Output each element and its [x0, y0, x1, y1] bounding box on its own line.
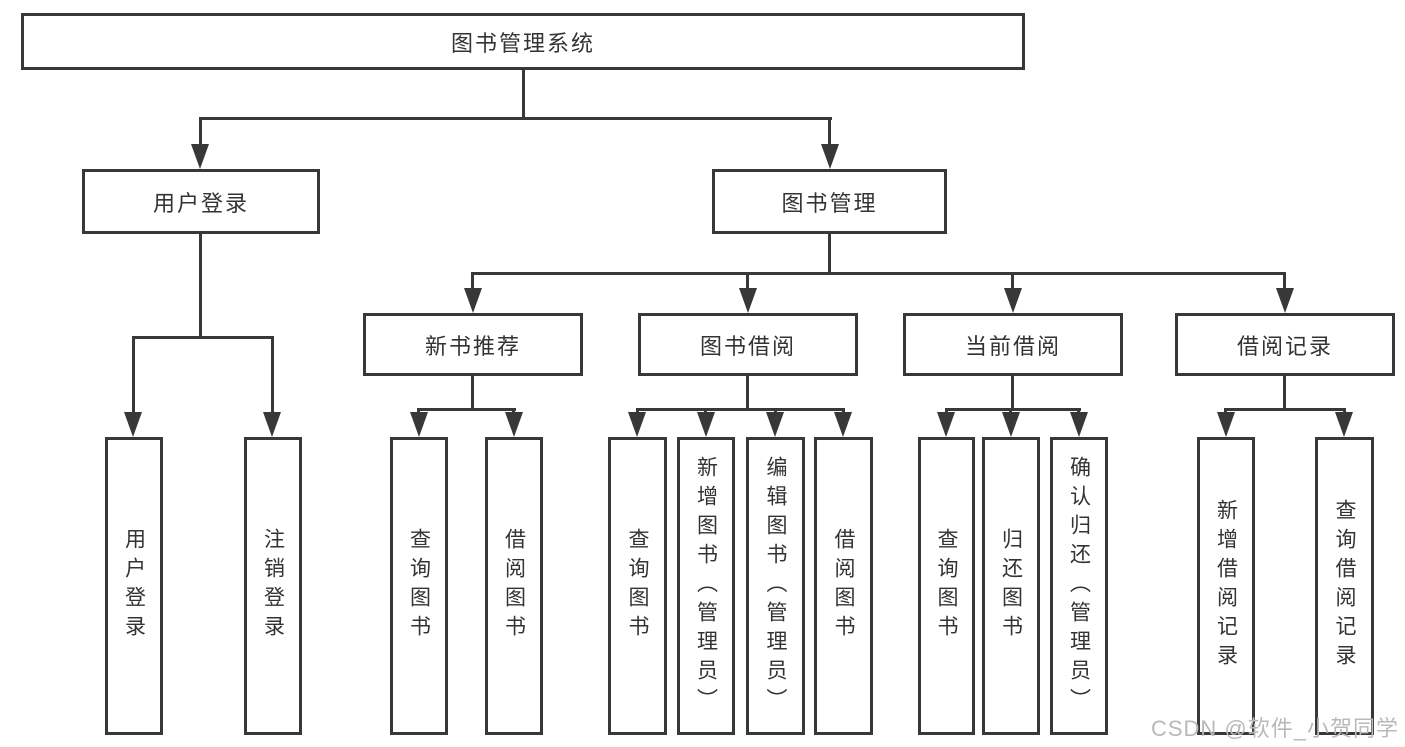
- arrowhead-book-management-icon: [821, 144, 839, 169]
- leaf-query-book-borrow-label: 查询图书: [626, 528, 649, 644]
- arrowhead-leaf-logout-icon: [263, 412, 281, 437]
- node-new-book-recommend: 新书推荐: [363, 313, 583, 376]
- arrowhead-leaf-borrow-book-icon: [834, 412, 852, 437]
- connector-book-management-trunk: [828, 234, 831, 272]
- leaf-edit-book-admin: 编辑图书（管理员）: [746, 437, 805, 735]
- arrowhead-current-borrow-icon: [1004, 288, 1022, 313]
- connector-to-user-login: [199, 117, 202, 150]
- node-current-borrow-label: 当前借阅: [964, 333, 1061, 359]
- leaf-query-book-current-label: 查询图书: [935, 528, 958, 644]
- leaf-add-borrow-record: 新增借阅记录: [1197, 437, 1255, 735]
- arrowhead-leaf-edit-book-icon: [766, 412, 784, 437]
- arrowhead-leaf-confirm-return-icon: [1070, 412, 1088, 437]
- leaf-return-book: 归还图书: [982, 437, 1040, 735]
- leaf-confirm-return-admin: 确认归还（管理员）: [1050, 437, 1108, 735]
- node-root: 图书管理系统: [21, 13, 1025, 70]
- arrowhead-leaf-add-book-icon: [697, 412, 715, 437]
- leaf-logout-login: 注销登录: [244, 437, 302, 735]
- connector-to-book-management: [828, 117, 831, 150]
- leaf-query-book-borrow: 查询图书: [608, 437, 667, 735]
- arrowhead-leaf-user-login-icon: [124, 412, 142, 437]
- leaf-borrow-book-newrec-label: 借阅图书: [502, 528, 526, 644]
- connector-to-leaf-logout: [271, 336, 274, 414]
- node-book-management: 图书管理: [712, 169, 947, 234]
- leaf-return-book-label: 归还图书: [999, 528, 1023, 644]
- connector-root-trunk: [522, 70, 525, 117]
- leaf-borrow-book-borrow-label: 借阅图书: [832, 528, 855, 644]
- connector-user-login-bar: [132, 336, 274, 339]
- leaf-add-book-admin-label: 新增图书（管理员）: [694, 455, 718, 717]
- arrowhead-leaf-query-newrec-icon: [410, 412, 428, 437]
- connector-newrec-trunk: [471, 375, 474, 409]
- arrowhead-borrow-record-icon: [1276, 288, 1294, 313]
- leaf-query-book-newrec-label: 查询图书: [407, 528, 431, 644]
- connector-currentborrow-trunk: [1011, 375, 1014, 409]
- csdn-watermark: CSDN @软件_小贺同学: [1150, 716, 1399, 741]
- node-borrow-record: 借阅记录: [1175, 313, 1395, 376]
- leaf-user-login-label: 用户登录: [122, 528, 146, 644]
- connector-bookborrow-bar: [636, 408, 845, 411]
- leaf-borrow-book-borrow: 借阅图书: [814, 437, 873, 735]
- leaf-borrow-book-newrec: 借阅图书: [485, 437, 543, 735]
- arrowhead-leaf-query-current-icon: [937, 412, 955, 437]
- leaf-user-login: 用户登录: [105, 437, 163, 735]
- arrowhead-user-login-icon: [191, 144, 209, 169]
- leaf-confirm-return-admin-label: 确认归还（管理员）: [1067, 455, 1091, 717]
- connector-user-login-trunk: [199, 234, 202, 336]
- leaf-query-book-current: 查询图书: [918, 437, 975, 735]
- arrowhead-leaf-return-book-icon: [1002, 412, 1020, 437]
- leaf-query-book-newrec: 查询图书: [390, 437, 448, 735]
- connector-level3-bar: [471, 272, 1286, 275]
- connector-to-borrow-record: [1283, 272, 1286, 292]
- leaf-edit-book-admin-label: 编辑图书（管理员）: [764, 455, 787, 717]
- connector-borrowrecord-trunk: [1283, 375, 1286, 409]
- connector-to-leaf-user-login: [132, 336, 135, 414]
- leaf-add-book-admin: 新增图书（管理员）: [677, 437, 735, 735]
- connector-currentborrow-bar: [945, 408, 1081, 411]
- leaf-add-borrow-record-label: 新增借阅记录: [1214, 499, 1238, 673]
- node-book-borrow-label: 图书借阅: [699, 333, 796, 359]
- arrowhead-leaf-query-record-icon: [1335, 412, 1353, 437]
- connector-level2-bar: [199, 117, 832, 120]
- arrowhead-book-borrow-icon: [739, 288, 757, 313]
- leaf-logout-login-label: 注销登录: [261, 528, 285, 644]
- connector-borrowrecord-bar: [1225, 408, 1346, 411]
- arrowhead-leaf-borrow-newrec-icon: [505, 412, 523, 437]
- node-borrow-record-label: 借阅记录: [1236, 333, 1333, 359]
- connector-newrec-bar: [418, 408, 516, 411]
- node-book-borrow: 图书借阅: [638, 313, 858, 376]
- node-book-management-label: 图书管理: [781, 190, 878, 216]
- arrowhead-leaf-query-borrow-icon: [628, 412, 646, 437]
- connector-to-current-borrow: [1011, 272, 1014, 292]
- leaf-query-borrow-record: 查询借阅记录: [1315, 437, 1374, 735]
- connector-bookborrow-trunk: [746, 375, 749, 409]
- node-new-book-recommend-label: 新书推荐: [424, 333, 521, 359]
- arrowhead-leaf-add-record-icon: [1217, 412, 1235, 437]
- node-user-login-label: 用户登录: [152, 190, 249, 216]
- node-current-borrow: 当前借阅: [903, 313, 1123, 376]
- node-root-label: 图书管理系统: [450, 30, 595, 56]
- arrowhead-new-book-recommend-icon: [464, 288, 482, 313]
- connector-to-new-book-recommend: [471, 272, 474, 292]
- connector-to-book-borrow: [746, 272, 749, 292]
- node-user-login: 用户登录: [82, 169, 320, 234]
- leaf-query-borrow-record-label: 查询借阅记录: [1333, 499, 1356, 673]
